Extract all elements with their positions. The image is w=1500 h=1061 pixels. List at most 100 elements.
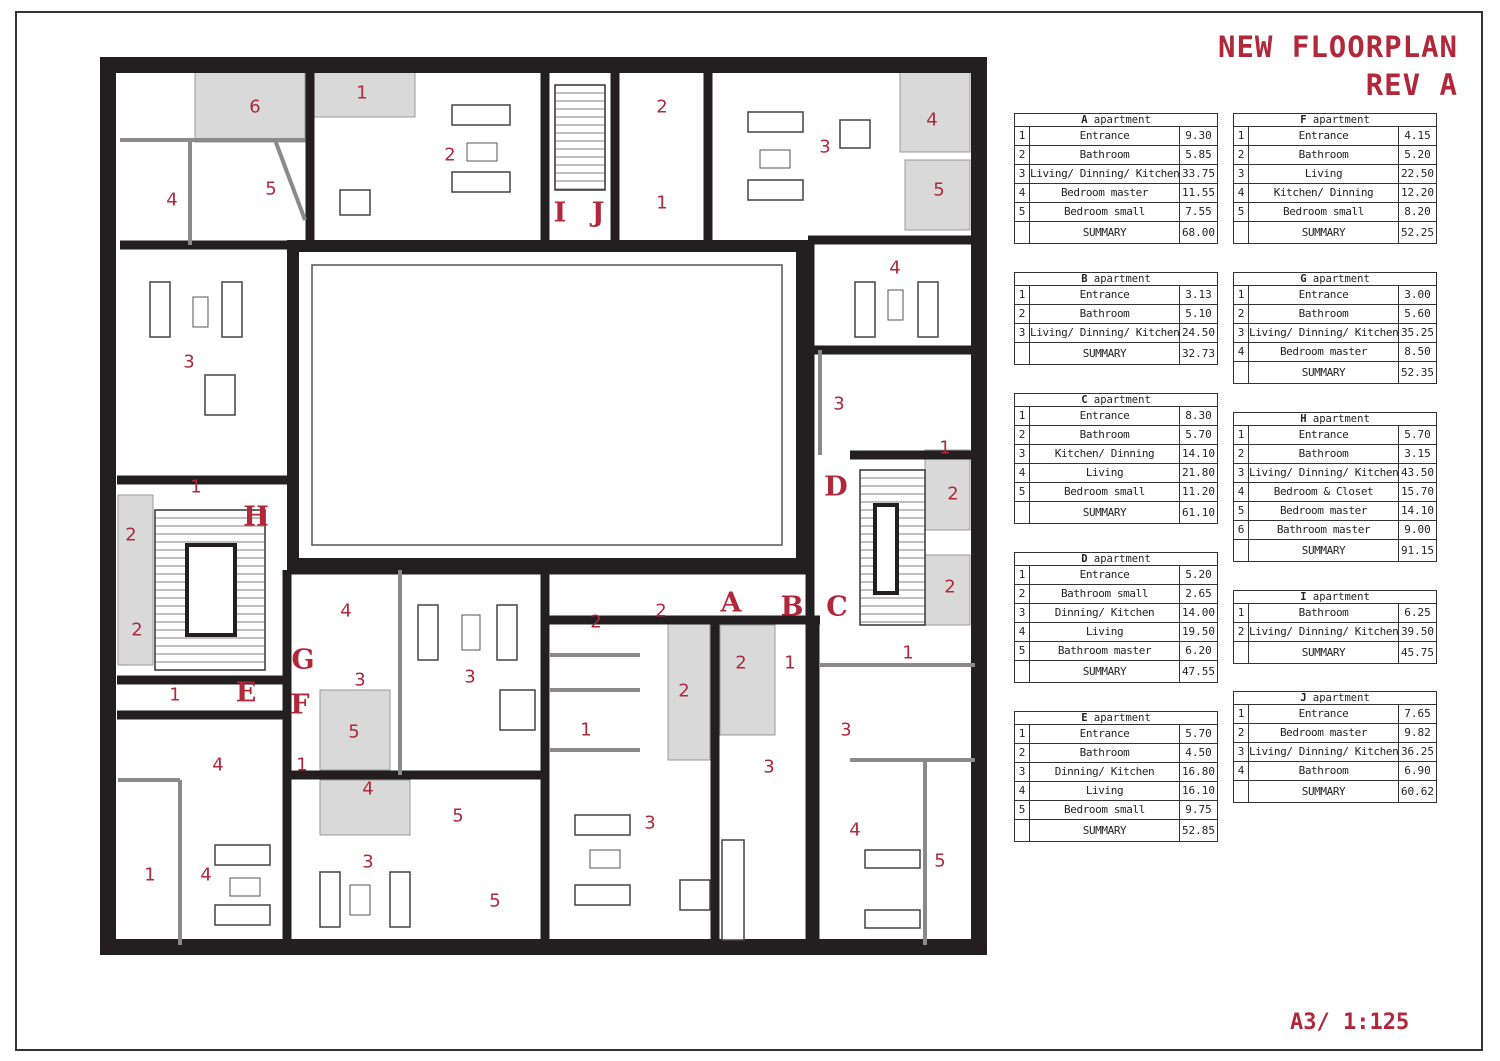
room-number: 5 xyxy=(1015,801,1030,819)
furniture xyxy=(917,281,939,338)
room-number-label: 3 xyxy=(833,393,845,415)
room-name: Living/ Dinning/ Kitchen xyxy=(1030,324,1180,342)
room-name: Bathroom xyxy=(1030,305,1180,323)
bathroom-tile xyxy=(319,689,391,771)
room-number xyxy=(1234,781,1249,802)
table-header: J apartment xyxy=(1234,692,1436,705)
room-name: Bathroom xyxy=(1249,146,1399,164)
sheet-scale: A3/ 1:125 xyxy=(1290,1010,1410,1035)
room-number: 4 xyxy=(1015,623,1030,641)
room-number-label: 4 xyxy=(926,109,938,131)
room-number-label: 3 xyxy=(464,666,476,688)
room-number xyxy=(1234,540,1249,561)
room-number xyxy=(1234,222,1249,243)
room-number-label: 2 xyxy=(125,524,137,546)
room-area: 6.25 xyxy=(1404,606,1431,619)
bathroom-tile xyxy=(924,554,971,626)
room-number-label: 3 xyxy=(362,851,374,873)
room-number: 2 xyxy=(1234,146,1249,164)
room-area: 5.70 xyxy=(1185,727,1212,740)
room-name: Bedroom master xyxy=(1030,184,1180,202)
room-name: Entrance xyxy=(1249,426,1399,444)
room-number: 3 xyxy=(1015,445,1030,463)
table-header: E apartment xyxy=(1015,712,1217,725)
room-area: 60.62 xyxy=(1400,785,1435,798)
coffee-table xyxy=(589,849,621,869)
room-name: Bedroom & Closet xyxy=(1249,483,1399,501)
apartment-letter-f: F xyxy=(290,689,310,721)
room-number-label: 4 xyxy=(849,819,861,841)
room-number xyxy=(1234,642,1249,663)
room-number-label: 5 xyxy=(489,890,501,912)
room-area: 35.25 xyxy=(1400,326,1435,339)
room-name: Dinning/ Kitchen xyxy=(1030,604,1180,622)
room-number-label: 5 xyxy=(452,805,464,827)
room-number xyxy=(1015,343,1030,364)
apartment-letter-b: B xyxy=(780,591,804,623)
room-name: SUMMARY xyxy=(1249,362,1399,383)
room-number-label: 4 xyxy=(166,189,178,211)
room-name: SUMMARY xyxy=(1249,781,1399,802)
coffee-table xyxy=(461,614,481,651)
room-number: 4 xyxy=(1234,343,1249,361)
room-number: 4 xyxy=(1015,464,1030,482)
furniture xyxy=(221,281,243,338)
room-name: Entrance xyxy=(1030,127,1180,145)
room-name: SUMMARY xyxy=(1249,222,1399,243)
room-area: 21.80 xyxy=(1181,466,1216,479)
room-number: 5 xyxy=(1015,642,1030,660)
room-name: Bedroom master xyxy=(1249,343,1399,361)
room-name: Bedroom master xyxy=(1249,502,1399,520)
room-number-label: 2 xyxy=(678,680,690,702)
room-number xyxy=(1015,820,1030,841)
table-header: G apartment xyxy=(1234,273,1436,286)
room-number: 3 xyxy=(1015,604,1030,622)
courtyard xyxy=(311,264,783,546)
room-area: 39.50 xyxy=(1400,625,1435,638)
coffee-table xyxy=(887,289,904,321)
room-name: SUMMARY xyxy=(1249,540,1399,561)
room-name: Bedroom master xyxy=(1249,724,1399,742)
room-number: 1 xyxy=(1234,426,1249,444)
room-name: Bathroom xyxy=(1030,744,1180,762)
room-name: Living xyxy=(1030,464,1180,482)
room-number: 4 xyxy=(1234,184,1249,202)
room-number-label: 2 xyxy=(656,96,668,118)
room-number xyxy=(1015,222,1030,243)
room-number xyxy=(1234,362,1249,383)
furniture xyxy=(864,909,921,929)
apartment-letter-d: D xyxy=(824,471,848,503)
apartment-letter-j: J xyxy=(591,197,605,229)
room-number-label: 2 xyxy=(131,619,143,641)
room-area: 8.50 xyxy=(1404,345,1431,358)
room-number-label: 2 xyxy=(944,576,956,598)
room-area: 3.13 xyxy=(1185,288,1212,301)
room-number-label: 1 xyxy=(580,719,592,741)
room-number-label: 4 xyxy=(889,257,901,279)
furniture xyxy=(499,689,536,731)
furniture xyxy=(839,119,871,149)
table-header: H apartment xyxy=(1234,413,1436,426)
room-number-label: 1 xyxy=(296,754,308,776)
room-name: Bathroom xyxy=(1249,445,1399,463)
room-name: Living xyxy=(1030,782,1180,800)
